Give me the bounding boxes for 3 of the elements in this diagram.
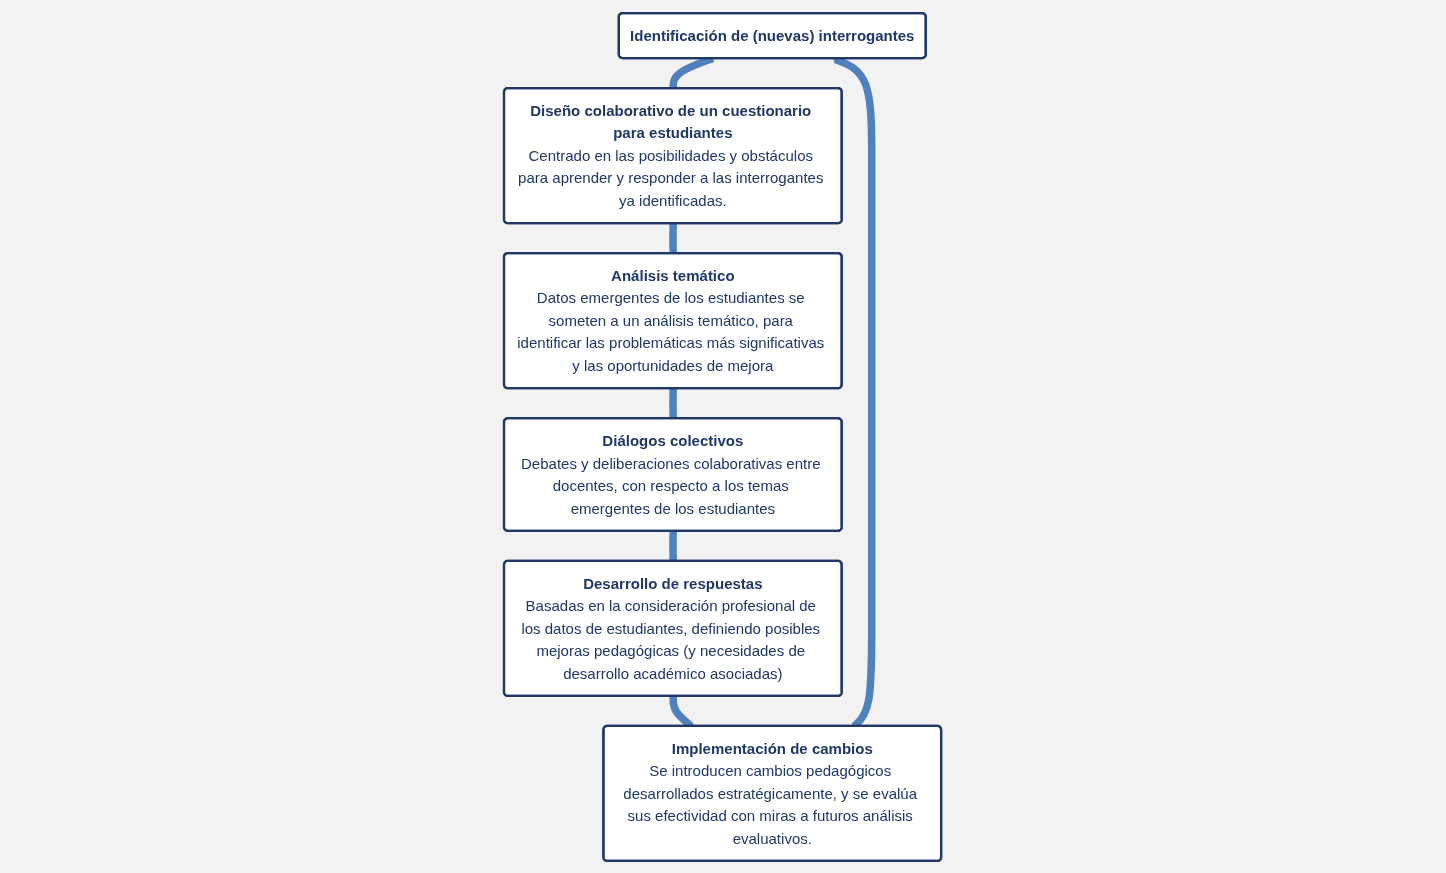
connector (669, 386, 678, 420)
connector (669, 529, 678, 562)
connector (669, 221, 678, 255)
